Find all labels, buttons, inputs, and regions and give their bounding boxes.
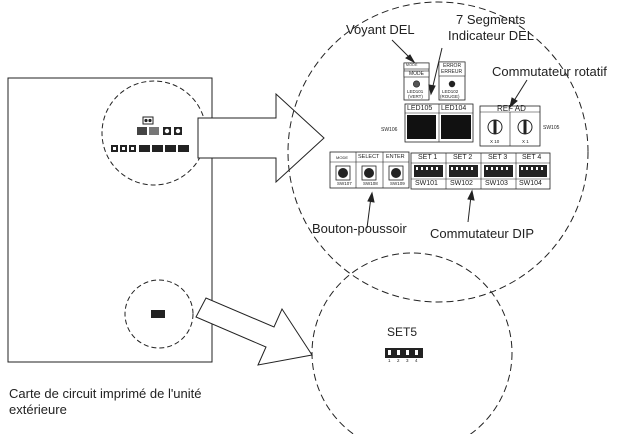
set5-number-4: 4 — [415, 358, 418, 363]
seven-segment-block — [404, 103, 474, 143]
btn3-label: ENTER — [386, 154, 405, 160]
led102-color: (ROUGE) — [440, 94, 460, 99]
set5-title: SET5 — [387, 325, 418, 339]
zoom-circle-upper — [287, 1, 589, 303]
ref-ad-label: REF AD — [497, 104, 526, 113]
led104-display — [441, 115, 471, 139]
set5-number-3: 3 — [406, 358, 409, 363]
led105-display — [407, 115, 436, 139]
caption-line-1: Carte de circuit imprimé de l'unité — [9, 386, 202, 401]
rotary-switch-block — [479, 105, 541, 147]
led102-indicator — [448, 80, 456, 88]
leader-lines — [366, 39, 528, 229]
label-commutateur-dip: Commutateur DIP — [430, 226, 535, 241]
set2-label: SET 2 — [453, 154, 473, 161]
label-voyant-del: Voyant DEL — [346, 22, 415, 37]
board-components-upper — [111, 116, 189, 152]
arrow-lower — [195, 297, 313, 366]
label-7-segments: 7 Segments — [456, 12, 526, 27]
mode-label: MODE — [409, 71, 424, 77]
button-sw108 — [364, 168, 374, 178]
led105-label: LED105 — [407, 105, 433, 112]
pcb-board-outline — [7, 77, 213, 363]
led101-color: (VERT) — [408, 94, 423, 99]
dip-switch-block — [410, 152, 551, 190]
set1-label: SET 1 — [418, 154, 438, 161]
push-button-block — [329, 151, 410, 189]
zoom-circle-lower — [311, 252, 513, 434]
dip-sw102 — [449, 165, 478, 177]
set5-number-2: 2 — [397, 358, 400, 363]
sw109-label: SW109 — [390, 181, 405, 186]
set4-label: SET 4 — [522, 154, 542, 161]
led101-indicator — [412, 80, 420, 88]
sw105-label: SW105 — [543, 125, 560, 131]
sw108-label: SW108 — [363, 181, 378, 186]
led102-box — [438, 61, 466, 101]
led104-label: LED104 — [441, 105, 467, 112]
button-sw109 — [391, 168, 401, 178]
led101-box — [403, 62, 430, 101]
set3-label: SET 3 — [488, 154, 508, 161]
sw103-label: SW103 — [485, 180, 508, 187]
label-indicateur-del: Indicateur DEL — [448, 28, 534, 43]
button-sw107 — [338, 168, 348, 178]
caption-line-2: extérieure — [9, 402, 67, 417]
sw104-label: SW104 — [519, 180, 542, 187]
set5-dip-switch — [385, 348, 423, 358]
sw106-label: SW106 — [381, 127, 398, 133]
board-component-set5 — [151, 310, 165, 318]
sw107-label: SW107 — [337, 181, 352, 186]
error-label: ERROR — [443, 63, 462, 69]
led102-label: LED102 — [442, 89, 459, 94]
zoom-region-lower — [124, 279, 194, 349]
label-commutateur-rotatif: Commutateur rotatif — [492, 64, 607, 79]
btn1-label: MODE — [336, 155, 348, 160]
label-bouton-poussoir: Bouton-poussoir — [312, 221, 407, 236]
sw101-label: SW101 — [415, 180, 438, 187]
sw102-label: SW102 — [450, 180, 473, 187]
mode-top-label: MODE — [406, 63, 418, 67]
erreur-label: ERREUR — [441, 69, 463, 75]
dip-sw101 — [414, 165, 443, 177]
dip-sw104 — [519, 165, 547, 177]
x1-label: X 1 — [522, 139, 529, 144]
dip-sw103 — [484, 165, 513, 177]
x10-label: X 10 — [490, 139, 500, 144]
btn2-label: SELECT — [358, 154, 380, 160]
led101-label: LED101 — [407, 89, 424, 94]
set5-number-1: 1 — [388, 358, 391, 363]
arrow-upper — [197, 92, 325, 184]
